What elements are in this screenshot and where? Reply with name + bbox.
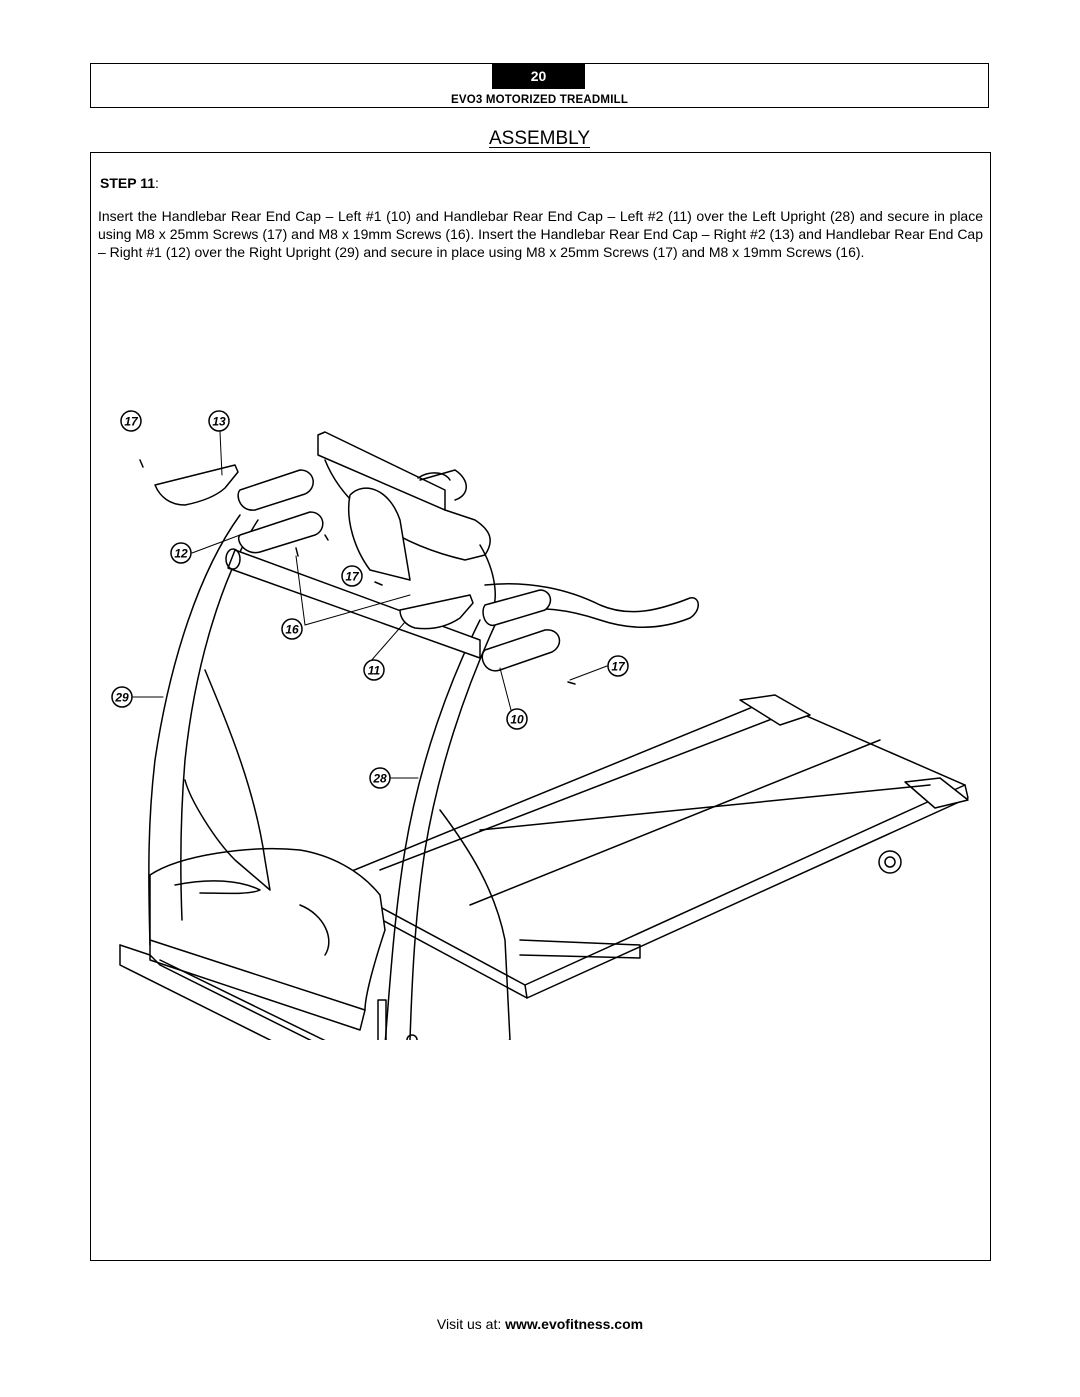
right-upright bbox=[148, 514, 271, 946]
svg-text:13: 13 bbox=[212, 415, 226, 429]
base-frame bbox=[119, 944, 326, 1040]
svg-text:17: 17 bbox=[611, 660, 626, 674]
callout-10: 10 bbox=[506, 708, 528, 730]
running-deck bbox=[329, 694, 969, 999]
leader-lines bbox=[132, 431, 608, 779]
motor-hood bbox=[149, 847, 386, 1031]
step-instructions: Insert the Handlebar Rear End Cap – Left… bbox=[98, 208, 983, 260]
footer-prefix: Visit us at: bbox=[436, 1316, 506, 1332]
callout-17-middle: 17 bbox=[341, 565, 363, 587]
svg-text:17: 17 bbox=[345, 570, 360, 584]
callout-16: 16 bbox=[281, 618, 303, 640]
screws bbox=[139, 459, 576, 685]
svg-text:29: 29 bbox=[114, 691, 129, 705]
svg-text:17: 17 bbox=[124, 415, 139, 429]
callout-17-right: 17 bbox=[607, 655, 629, 677]
step-suffix: : bbox=[155, 175, 159, 191]
crossbar bbox=[225, 548, 481, 659]
svg-text:10: 10 bbox=[510, 713, 524, 727]
callout-28: 28 bbox=[369, 767, 391, 789]
svg-text:11: 11 bbox=[368, 664, 381, 678]
end-caps bbox=[154, 464, 474, 630]
header-box bbox=[90, 63, 989, 108]
handlebars bbox=[237, 469, 699, 672]
callout-17-top: 17 bbox=[120, 410, 142, 432]
content-box bbox=[90, 152, 991, 1261]
step-label: STEP 11 bbox=[100, 175, 156, 191]
left-upright bbox=[377, 619, 511, 1040]
callout-13: 13 bbox=[208, 410, 230, 432]
footer: Visit us at: www.evofitness.com bbox=[0, 1316, 1080, 1332]
callout-29: 29 bbox=[111, 686, 133, 708]
document-title: EVO3 MOTORIZED TREADMILL bbox=[450, 94, 629, 106]
callout-11: 11 bbox=[363, 659, 385, 681]
svg-text:12: 12 bbox=[174, 547, 188, 561]
step-heading: STEP 11: bbox=[100, 175, 159, 191]
svg-text:28: 28 bbox=[372, 772, 387, 786]
page-number: 20 bbox=[492, 64, 585, 89]
section-heading: ASSEMBLY bbox=[488, 128, 591, 149]
treadmill-assembly-diagram: 17 13 12 17 16 11 17 29 10 28 bbox=[111, 410, 969, 1040]
svg-text:16: 16 bbox=[285, 623, 299, 637]
callout-12: 12 bbox=[170, 542, 192, 564]
footer-url[interactable]: www.evofitness.com bbox=[505, 1316, 644, 1332]
console bbox=[317, 431, 496, 616]
